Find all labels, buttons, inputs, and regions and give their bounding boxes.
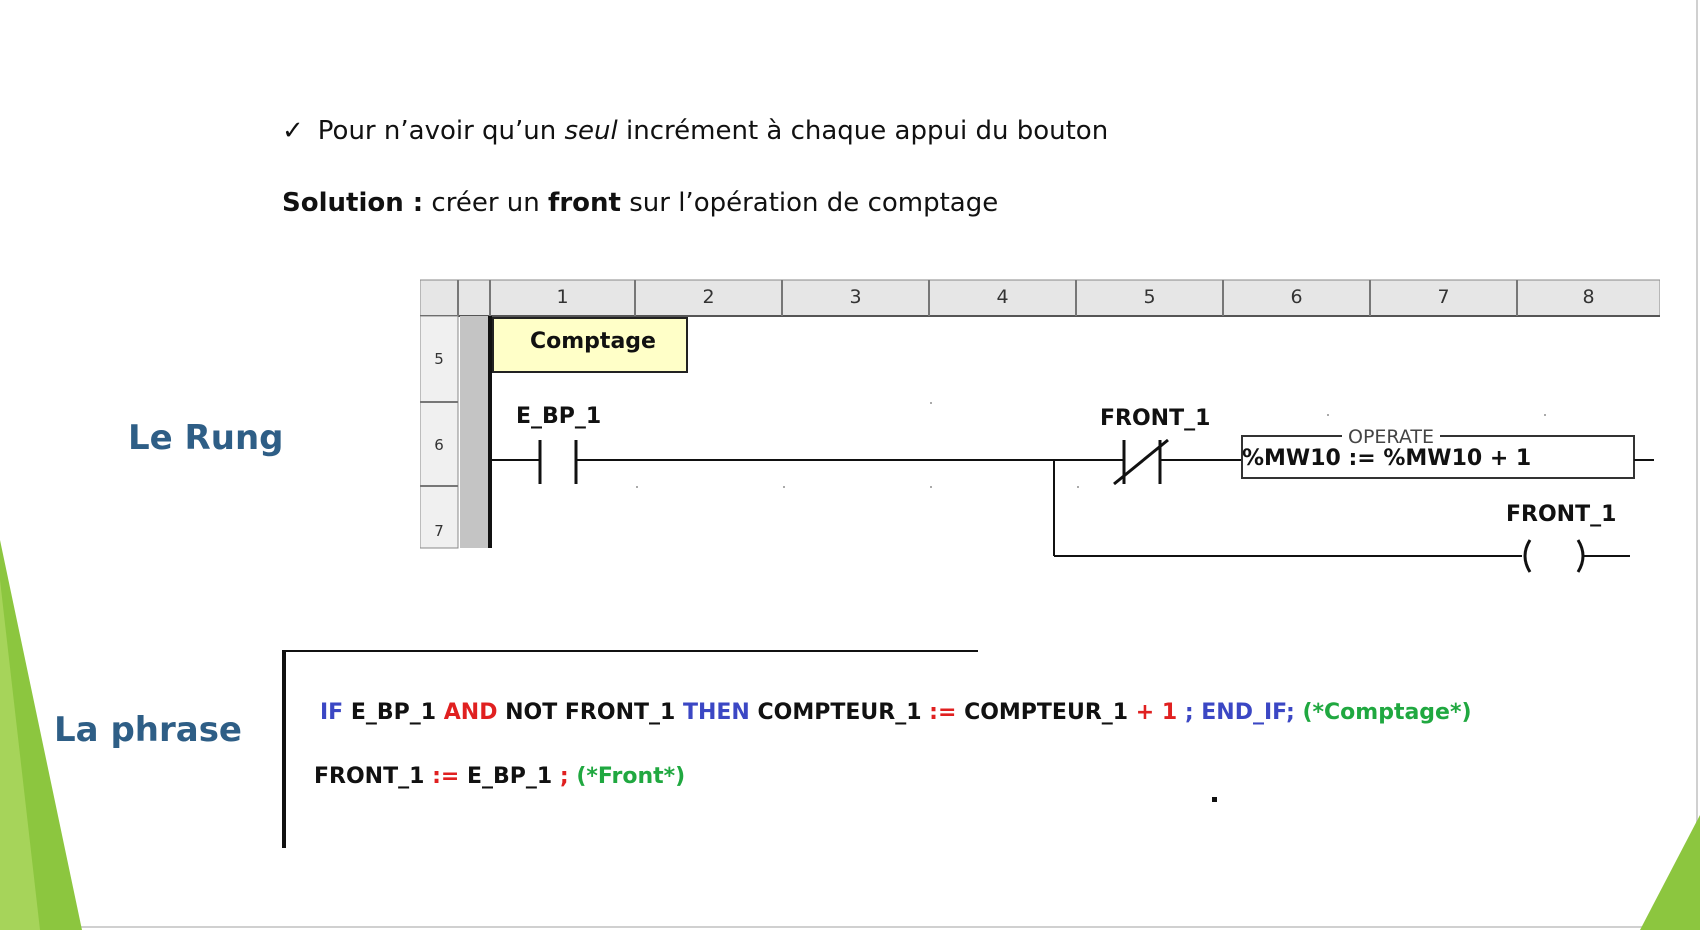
code-comment: (*Comptage*) xyxy=(1294,700,1472,725)
code-comment: (*Front*) xyxy=(568,764,686,789)
green-triangle-left xyxy=(0,540,82,930)
rung-comment-box: Comptage xyxy=(492,317,688,373)
column-header-7: 7 xyxy=(1437,286,1450,308)
contact-negated-label: FRONT_1 xyxy=(1100,406,1211,431)
column-header-4: 4 xyxy=(996,286,1009,308)
code-block: IF E_BP_1 AND NOT FRONT_1 THEN COMPTEUR_… xyxy=(282,650,1472,848)
code-token: E_BP_1 xyxy=(343,700,444,725)
rung-label: Le Rung xyxy=(128,418,284,458)
code-token: ; xyxy=(559,764,569,789)
intro-text-b: incrément à chaque appui du bouton xyxy=(617,116,1109,146)
solution-label: Solution : xyxy=(282,188,424,218)
coil-label: FRONT_1 xyxy=(1506,502,1617,527)
solution-line: Solution : créer un front sur l’opératio… xyxy=(282,188,998,218)
code-token: := xyxy=(929,700,957,725)
ladder-diagram: 1 2 3 4 5 6 7 8 5 6 7 Comptage E_BP_1 FR… xyxy=(420,278,1660,578)
code-token: IF xyxy=(320,700,344,725)
code-token: THEN xyxy=(682,700,750,725)
column-header-8: 8 xyxy=(1582,286,1595,308)
column-header-6: 6 xyxy=(1290,286,1303,308)
code-line-1: IF E_BP_1 AND NOT FRONT_1 THEN COMPTEUR_… xyxy=(320,700,1472,725)
green-triangle-right xyxy=(1640,815,1700,930)
code-token: AND xyxy=(443,700,498,725)
phrase-label: La phrase xyxy=(54,710,242,750)
intro-text-a: Pour n’avoir qu’un xyxy=(317,116,565,146)
code-token: COMPTEUR_1 xyxy=(749,700,930,725)
code-token: ; END_IF; xyxy=(1177,700,1295,725)
row-number-5: 5 xyxy=(434,350,444,368)
code-line-2: FRONT_1 := E_BP_1 ; (*Front*) xyxy=(314,764,685,789)
operate-caption: OPERATE xyxy=(1342,426,1440,448)
column-header-2: 2 xyxy=(702,286,715,308)
code-token: + 1 xyxy=(1135,700,1178,725)
solution-text-b: sur l’opération de comptage xyxy=(620,188,999,218)
code-token: FRONT_1 xyxy=(314,764,433,789)
code-token: E_BP_1 xyxy=(459,764,560,789)
row-number-7: 7 xyxy=(434,522,444,540)
code-token: COMPTEUR_1 xyxy=(956,700,1136,725)
stray-dot xyxy=(1212,797,1217,802)
solution-text-a: créer un xyxy=(423,188,549,218)
row-number-6: 6 xyxy=(434,436,444,454)
solution-text-strong: front xyxy=(548,188,621,218)
column-header-1: 1 xyxy=(556,286,569,308)
check-icon: ✓ xyxy=(282,116,304,146)
intro-text-emphasis: seul xyxy=(564,116,618,146)
column-header-3: 3 xyxy=(849,286,862,308)
operate-expression: %MW10 := %MW10 + 1 xyxy=(1242,446,1532,471)
code-token: := xyxy=(432,764,460,789)
contact-input-label: E_BP_1 xyxy=(516,404,602,429)
column-header-5: 5 xyxy=(1143,286,1156,308)
code-token: NOT FRONT_1 xyxy=(497,700,683,725)
intro-line: ✓ Pour n’avoir qu’un seul incrément à cha… xyxy=(282,116,1108,146)
